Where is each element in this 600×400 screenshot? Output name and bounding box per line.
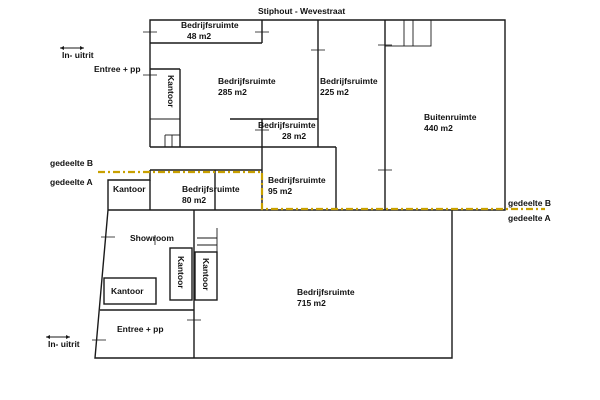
label-in-uitrit-top: In- uitrit	[62, 50, 94, 60]
arrow-head-top-left	[60, 46, 64, 50]
space-48-area: 48 m2	[187, 31, 211, 41]
box-kantoor-vert-a	[169, 247, 193, 301]
room-kantoor-top: Kantoor	[166, 75, 176, 108]
outdoor-shed	[384, 19, 432, 47]
label-entree-bottom: Entree + pp	[117, 324, 164, 334]
label-entree-top: Entree + pp	[94, 64, 141, 74]
room-kantoor-vert-a: Kantoor	[176, 256, 186, 289]
space-225-area: 225 m2	[320, 87, 349, 97]
space-225-name: Bedrijfsruimte	[320, 76, 378, 86]
gedeelte-divider	[98, 170, 545, 211]
space-285-area: 285 m2	[218, 87, 247, 97]
label-gedeelte-b-left: gedeelte B	[50, 158, 93, 168]
space-95-name: Bedrijfsruimte	[268, 175, 326, 185]
space-48-name: Bedrijfsruimte	[181, 20, 239, 30]
box-kantoor-lower	[103, 277, 157, 305]
door-marks	[92, 31, 392, 341]
space-95-area: 95 m2	[268, 186, 292, 196]
arrow-head-top-right	[80, 46, 84, 50]
street-label: Stiphout - Wevestraat	[258, 6, 345, 16]
space-715-name: Bedrijfsruimte	[297, 287, 355, 297]
space-28-name: Bedrijfsruimte	[258, 120, 316, 130]
label-gedeelte-a-left: gedeelte A	[50, 177, 93, 187]
space-285-name: Bedrijfsruimte	[218, 76, 276, 86]
label-gedeelte-b-right: gedeelte B	[508, 198, 551, 208]
space-715-area: 715 m2	[297, 298, 326, 308]
space-outdoor-name: Buitenruimte	[424, 112, 477, 122]
space-80-area: 80 m2	[182, 195, 206, 205]
label-in-uitrit-bottom: In- uitrit	[48, 339, 80, 349]
space-80-name: Bedrijfsruimte	[182, 184, 240, 194]
label-gedeelte-a-right: gedeelte A	[508, 213, 551, 223]
room-kantoor-lower: Kantoor	[111, 286, 144, 296]
space-28-area: 28 m2	[282, 131, 306, 141]
access-arrows	[46, 46, 84, 339]
room-showroom: Showroom	[130, 233, 174, 243]
space-outdoor-area: 440 m2	[424, 123, 453, 133]
room-kantoor-vert-b: Kantoor	[201, 258, 211, 291]
arrow-head-bottom-right	[66, 335, 70, 339]
arrow-head-bottom-left	[46, 335, 50, 339]
room-kantoor-mid: Kantoor	[113, 184, 146, 194]
box-kantoor-vert-b	[194, 251, 218, 301]
